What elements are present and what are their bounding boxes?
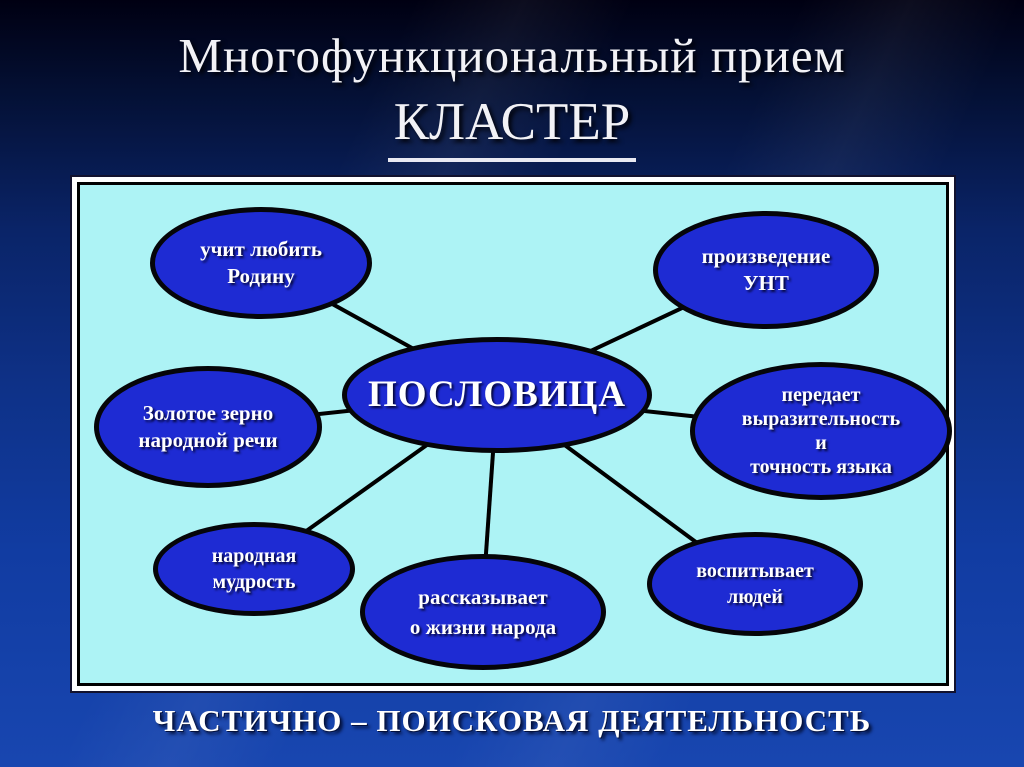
cluster-board-inner: учит любить Родину произведение УНТ Золо… <box>77 182 952 686</box>
slide-title-underlined-word: КЛАСТЕР <box>387 92 637 163</box>
node-narodnaya-mudrost: народная мудрость <box>153 522 355 616</box>
node-uchit-lyubit-rodinu: учит любить Родину <box>150 207 372 319</box>
node-zolotoe-zerno: Золотое зерно народной речи <box>94 366 322 488</box>
node-proizvedenie-unt: произведение УНТ <box>653 211 879 329</box>
node-peredaet-vyrazitelnost: передает выразительность и точность язык… <box>690 362 952 500</box>
node-poslovitsa-center: ПОСЛОВИЦА <box>342 337 652 453</box>
node-vospityvaet-lyudey: воспитывает людей <box>647 532 863 636</box>
slide-caption: ЧАСТИЧНО – ПОИСКОВАЯ ДЕЯТЕЛЬНОСТЬ <box>152 703 872 738</box>
node-rasskazyvaet-o-zhizni: рассказывает о жизни народа <box>360 554 606 670</box>
slide-title-line2: КЛАСТЕР <box>0 92 1024 163</box>
slide-title: Многофункциональный прием КЛАСТЕР <box>0 28 1024 163</box>
cluster-board: учит любить Родину произведение УНТ Золо… <box>70 175 956 693</box>
slide-title-line1: Многофункциональный прием <box>178 28 846 83</box>
